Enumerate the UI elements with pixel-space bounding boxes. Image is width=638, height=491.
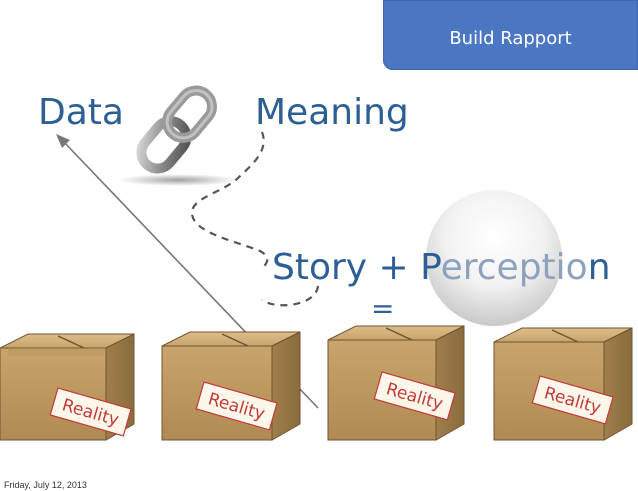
box-2	[161, 331, 301, 441]
build-rapport-badge: Build Rapport	[383, 0, 638, 70]
data-word: Data	[38, 92, 124, 133]
sphere-decoration	[426, 190, 562, 326]
footer-date: Friday, July 12, 2013	[4, 480, 87, 490]
chain-link-icon	[118, 85, 238, 186]
story-perception-phrase: Story + Perception	[272, 247, 611, 288]
badge-label: Build Rapport	[449, 28, 572, 49]
story-prefix: Story +	[272, 247, 421, 288]
story-middle: erceptio	[440, 247, 588, 288]
reality-stamp-4: Reality	[531, 375, 614, 425]
dashed-path	[190, 131, 320, 307]
story-p: P	[420, 247, 441, 288]
box-3	[327, 325, 465, 441]
meaning-word: Meaning	[255, 92, 409, 133]
reality-stamp-2: Reality	[195, 381, 278, 431]
equals-sign: =	[371, 292, 395, 325]
story-suffix: n	[587, 247, 611, 288]
